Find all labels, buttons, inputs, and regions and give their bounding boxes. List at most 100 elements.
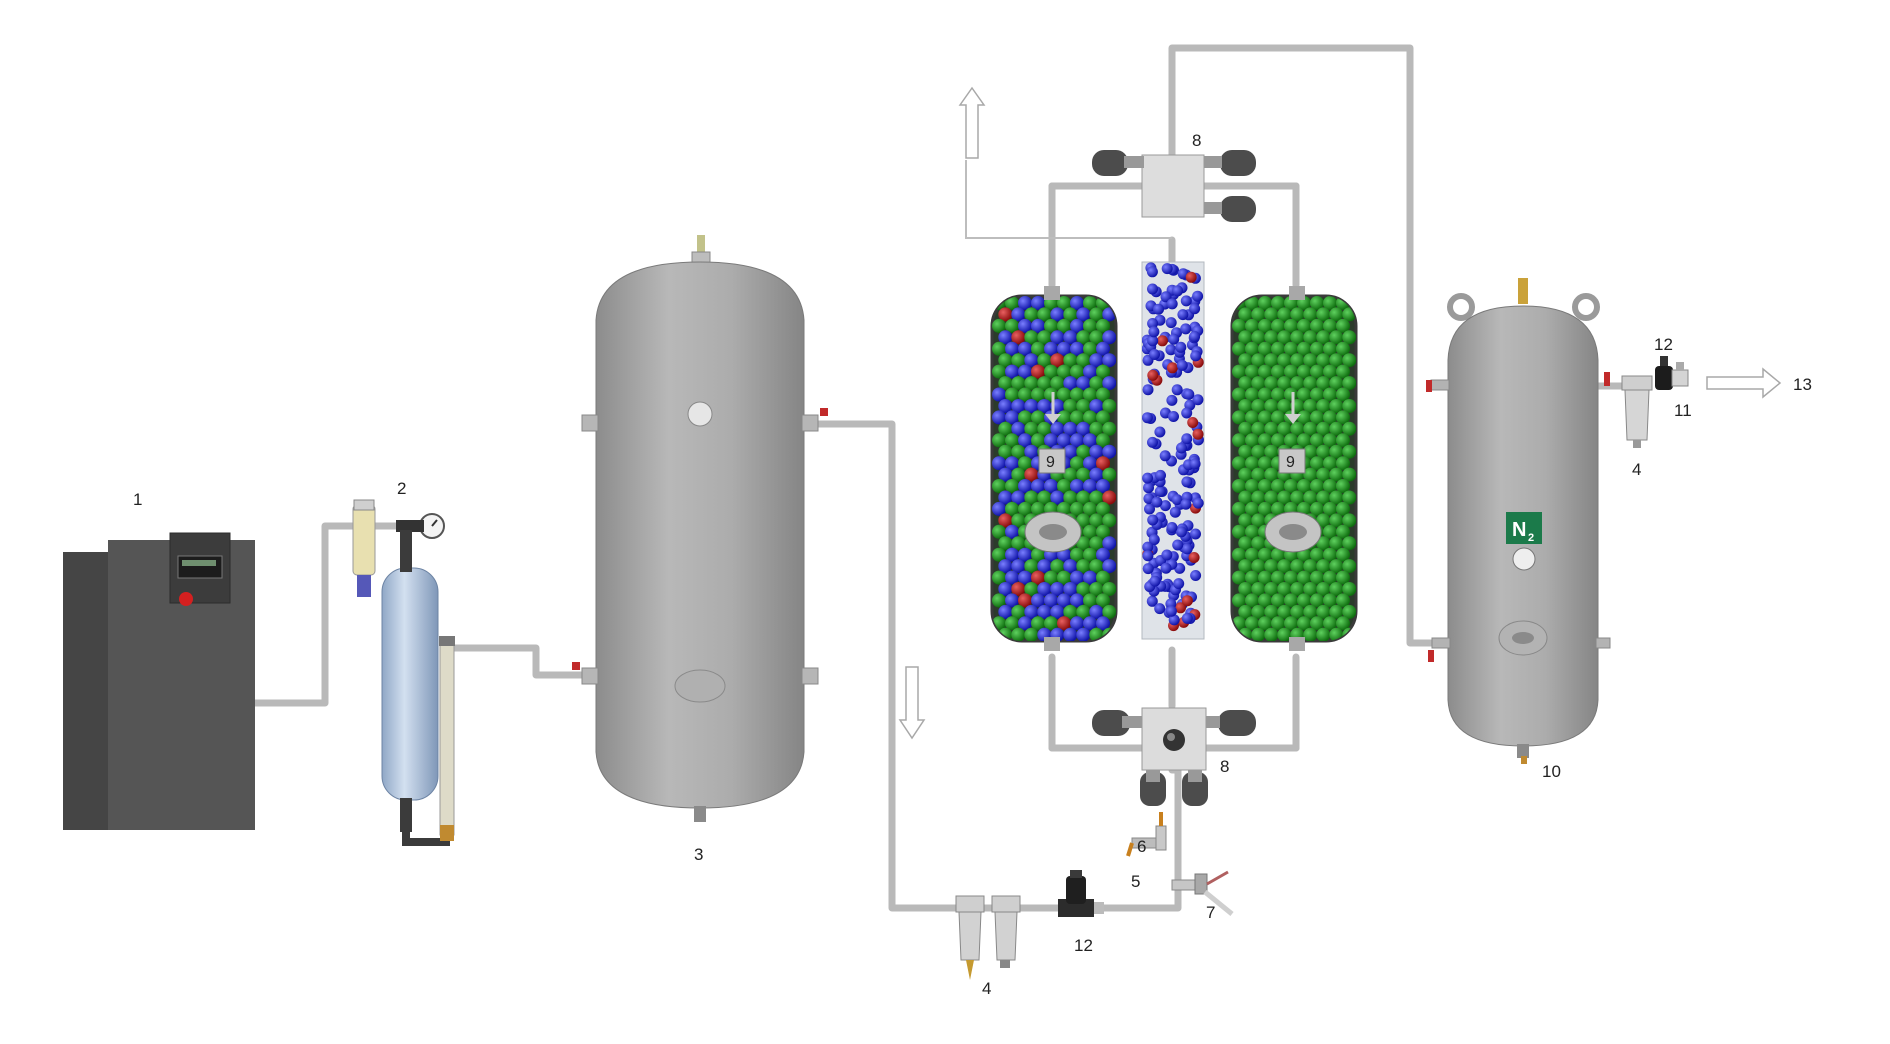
- sieve-ball-loaded: [1005, 501, 1019, 516]
- sieve-ball: [1264, 559, 1279, 574]
- sieve-ball-loaded: [1096, 318, 1110, 333]
- sieve-ball: [1251, 490, 1266, 505]
- gas-molecule: [1146, 595, 1158, 607]
- sieve-ball-loaded: [1005, 547, 1019, 562]
- sieve-ball-loaded: [1070, 547, 1084, 562]
- sieve-ball-loaded: [1031, 296, 1045, 310]
- sieve-ball: [1310, 616, 1324, 631]
- sieve-ball-loaded: [1102, 353, 1116, 368]
- sieve-ball-loaded: [1031, 616, 1045, 631]
- sieve-ball-loaded: [1096, 387, 1110, 402]
- gas-molecule: [1188, 552, 1200, 563]
- sieve-ball: [1336, 410, 1350, 425]
- sieve-ball-loaded: [1044, 570, 1058, 585]
- sieve-ball: [1303, 444, 1318, 459]
- sieve-ball: [1277, 604, 1292, 619]
- sieve-ball-loaded: [1102, 559, 1116, 574]
- sieve-ball: [1245, 318, 1259, 333]
- sieve-ball-loaded: [1005, 524, 1019, 539]
- sieve-ball-loaded: [1083, 410, 1097, 425]
- sieve-ball-loaded: [992, 479, 1006, 493]
- sieve-ball-loaded: [1083, 296, 1097, 310]
- sieve-ball-loaded: [998, 330, 1013, 345]
- sieve-ball: [1342, 467, 1356, 482]
- sieve-ball-loaded: [1037, 307, 1052, 322]
- sieve-ball-loaded: [1076, 467, 1091, 482]
- sieve-ball-loaded: [1005, 456, 1019, 471]
- sieve-ball-loaded: [1005, 616, 1019, 631]
- sieve-ball-loaded: [1102, 376, 1116, 391]
- compressed-air-filters: [955, 895, 1021, 980]
- sieve-ball: [1271, 433, 1285, 448]
- sieve-ball: [1264, 582, 1279, 596]
- sieve-ball: [1277, 353, 1292, 368]
- piping: [250, 44, 1629, 912]
- gas-molecule: [1142, 412, 1153, 424]
- sieve-ball-loaded: [1037, 399, 1052, 413]
- sieve-ball: [1271, 387, 1285, 402]
- sieve-ball-loaded: [1076, 307, 1091, 322]
- sieve-ball: [1342, 444, 1356, 459]
- gas-molecule: [1161, 263, 1173, 275]
- sieve-ball-loaded: [1031, 410, 1045, 425]
- sieve-ball: [1264, 353, 1279, 368]
- sieve-ball-loaded: [1102, 513, 1116, 528]
- sieve-ball-loaded: [1070, 318, 1084, 333]
- sieve-ball: [1323, 570, 1337, 585]
- sieve-ball: [1336, 501, 1350, 516]
- sieve-ball: [1232, 387, 1246, 402]
- sieve-ball: [1316, 444, 1331, 459]
- gas-molecule: [1190, 350, 1202, 362]
- sieve-ball: [1323, 387, 1337, 402]
- sieve-ball: [1245, 547, 1259, 562]
- gas-molecule: [1147, 335, 1159, 347]
- gas-molecule: [1171, 494, 1183, 506]
- gas-molecule: [1189, 303, 1201, 315]
- sieve-ball: [1336, 616, 1350, 631]
- gas-molecule: [1165, 344, 1177, 356]
- sieve-ball: [1251, 444, 1266, 459]
- sieve-ball-loaded: [1063, 559, 1078, 574]
- sieve-ball: [1245, 570, 1259, 585]
- sieve-ball: [1284, 479, 1298, 493]
- sieve-ball: [1251, 399, 1266, 413]
- sieve-ball: [1264, 467, 1279, 482]
- sieve-ball: [1232, 547, 1246, 562]
- gas-molecule: [1154, 603, 1166, 615]
- gas-molecule: [1192, 290, 1204, 302]
- sieve-ball-loaded: [1102, 444, 1116, 459]
- sieve-ball: [1232, 410, 1246, 425]
- sieve-ball: [1271, 501, 1285, 516]
- gas-molecule: [1183, 388, 1195, 400]
- gas-molecule: [1147, 514, 1159, 526]
- sieve-ball-loaded: [1024, 376, 1039, 391]
- gas-molecule: [1165, 317, 1177, 329]
- sieve-ball: [1245, 433, 1259, 448]
- sieve-ball-loaded: [1031, 479, 1045, 493]
- sieve-ball-loaded: [1024, 467, 1039, 482]
- sieve-ball-loaded: [1102, 490, 1116, 505]
- label-dryer: 2: [397, 479, 406, 498]
- sieve-ball-loaded: [1076, 513, 1091, 528]
- sieve-ball-loaded: [1083, 616, 1097, 631]
- sieve-ball: [1271, 570, 1285, 585]
- sieve-ball-loaded: [1083, 364, 1097, 379]
- sieve-ball: [1251, 627, 1266, 641]
- sieve-ball-loaded: [1057, 433, 1071, 448]
- sieve-ball: [1342, 536, 1356, 551]
- sieve-ball: [1238, 467, 1253, 482]
- sieve-ball-loaded: [1083, 387, 1097, 402]
- sieve-ball: [1323, 364, 1337, 379]
- sieve-ball-loaded: [1083, 341, 1097, 356]
- sieve-ball-loaded: [1024, 444, 1039, 459]
- right-arrow-icon: [1706, 367, 1782, 399]
- sieve-ball: [1251, 467, 1266, 482]
- gas-molecule: [1147, 436, 1158, 448]
- sieve-ball: [1232, 501, 1246, 516]
- sieve-ball-loaded: [1044, 616, 1058, 631]
- sieve-ball-loaded: [1070, 433, 1084, 448]
- sieve-ball-loaded: [1083, 433, 1097, 448]
- gas-molecule: [1151, 496, 1163, 508]
- sieve-ball: [1238, 330, 1253, 345]
- sieve-ball-loaded: [1018, 410, 1032, 425]
